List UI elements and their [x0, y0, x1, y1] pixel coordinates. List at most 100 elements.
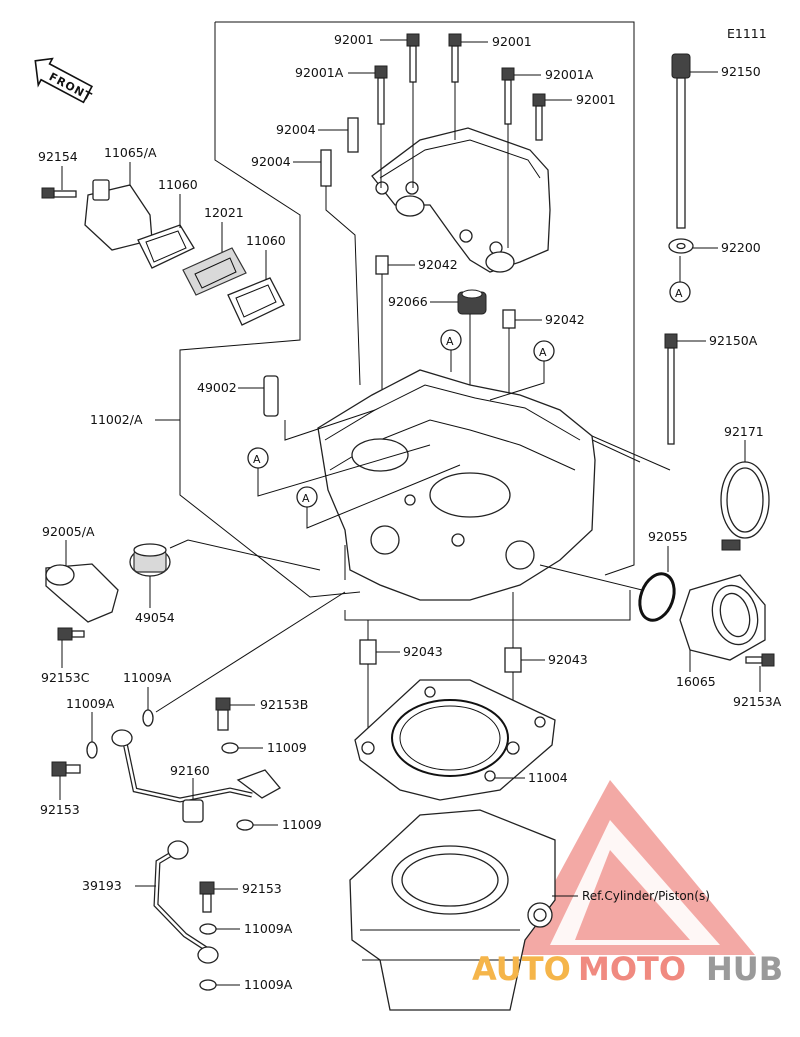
- label-92042-a: 92042: [418, 257, 458, 272]
- marker-a-head-3: A: [247, 444, 431, 497]
- part-labels: 92001 92001 92001A 92001A 92001 92004 92…: [38, 32, 782, 992]
- dowel-92042-a: [375, 255, 415, 410]
- label-92171: 92171: [724, 424, 764, 439]
- cylinder-head-11002A: [317, 369, 596, 601]
- label-92001-c: 92001: [576, 92, 616, 107]
- bolt-92001A-a: [348, 65, 388, 125]
- gasket-11060-a: [137, 194, 195, 269]
- bolt-92001-a: [380, 33, 420, 83]
- watermark-text: AUTO MOTO HUB: [472, 950, 783, 988]
- bolt-92153-a: [51, 761, 81, 800]
- label-92004-a: 92004: [276, 122, 316, 137]
- carburetor-holder-16065: [679, 574, 766, 672]
- head-gasket-11004: [354, 679, 556, 801]
- label-11009-a: 11009: [267, 740, 307, 755]
- camshaft-holder: [371, 82, 551, 273]
- cylinder-reference: [349, 809, 578, 1011]
- svg-text:A: A: [446, 335, 454, 348]
- bolt-92153B: [215, 697, 255, 731]
- bolt-92153C: [57, 627, 85, 668]
- label-92150: 92150: [721, 64, 761, 79]
- diagram-code: E1111: [727, 26, 767, 41]
- svg-text:A: A: [253, 453, 261, 466]
- svg-text:A: A: [302, 492, 310, 505]
- label-92004-b: 92004: [251, 154, 291, 169]
- label-92001-b: 92001: [492, 34, 532, 49]
- label-11060-a: 11060: [158, 177, 198, 192]
- svg-text:A: A: [675, 287, 683, 300]
- watermark-logo: [515, 780, 755, 955]
- dowel-92004-a: [318, 117, 359, 153]
- washer-11009-a: [221, 742, 263, 754]
- bolt-92154: [41, 166, 77, 199]
- cover-11065A: [84, 162, 153, 251]
- label-11002A: 11002/A: [90, 412, 143, 427]
- watermark-hub: HUB: [706, 950, 783, 988]
- label-92153A: 92153A: [733, 694, 782, 709]
- label-49002: 49002: [197, 380, 237, 395]
- label-11009-b: 11009: [282, 817, 322, 832]
- thermostat-49054: [129, 539, 321, 608]
- marker-a-head-1: A: [440, 329, 462, 372]
- label-92153-b: 92153: [242, 881, 282, 896]
- label-11009A-a: 11009A: [123, 670, 172, 685]
- label-92154: 92154: [38, 149, 78, 164]
- label-92043-a: 92043: [403, 644, 443, 659]
- marker-a-head-4: A: [296, 464, 461, 529]
- marker-a-head-2: A: [489, 340, 555, 401]
- label-11009A-c: 11009A: [244, 921, 293, 936]
- watermark-moto: MOTO: [578, 950, 686, 988]
- label-92150A: 92150A: [709, 333, 758, 348]
- front-arrow-icon: FRONT: [34, 57, 95, 104]
- washer-11009A-a: [142, 591, 346, 727]
- label-92153B: 92153B: [260, 697, 308, 712]
- gasket-11060-b: [227, 250, 285, 326]
- watermark-auto: AUTO: [472, 950, 571, 988]
- label-92005A: 92005/A: [42, 524, 95, 539]
- label-11004: 11004: [528, 770, 568, 785]
- label-92153C: 92153C: [41, 670, 90, 685]
- label-92055: 92055: [648, 529, 688, 544]
- bolt-92001-c: [532, 93, 572, 141]
- label-16065: 16065: [676, 674, 716, 689]
- svg-text:A: A: [539, 346, 547, 359]
- plug-92160: [182, 778, 204, 823]
- label-12021: 12021: [204, 205, 244, 220]
- label-92043-b: 92043: [548, 652, 588, 667]
- thermostat-cover-92005A: [45, 540, 119, 623]
- label-11009A-d: 11009A: [244, 977, 293, 992]
- label-92001-a: 92001: [334, 32, 374, 47]
- valve-guide-49002: [238, 375, 376, 441]
- o-ring-92055: [539, 546, 676, 622]
- clamp-92171: [720, 440, 770, 551]
- label-11009A-b: 11009A: [66, 696, 115, 711]
- oil-pipe-39193: [111, 729, 282, 964]
- label-39193: 39193: [82, 878, 122, 893]
- label-92160: 92160: [170, 763, 210, 778]
- label-49054: 49054: [135, 610, 175, 625]
- label-92042-b: 92042: [545, 312, 585, 327]
- bolt-92001-b: [448, 33, 488, 83]
- label-ref-cylinder: Ref.Cylinder/Piston(s): [582, 889, 710, 903]
- washer-11009A-d: [199, 979, 240, 991]
- label-11060-b: 11060: [246, 233, 286, 248]
- marker-a-stud: A: [669, 256, 691, 303]
- bolt-92153A: [745, 653, 775, 692]
- reed-valve-12021: [182, 222, 247, 296]
- washer-92200: [668, 238, 718, 254]
- assembly-outline: [155, 21, 635, 621]
- stud-bolt-92150: [671, 53, 718, 229]
- label-92001A-b: 92001A: [545, 67, 594, 82]
- label-11065A: 11065/A: [104, 145, 157, 160]
- label-92066: 92066: [388, 294, 428, 309]
- label-92001A-a: 92001A: [295, 65, 344, 80]
- washer-11009-b: [236, 819, 278, 831]
- label-92200: 92200: [721, 240, 761, 255]
- bolt-92153-b: [199, 881, 238, 913]
- washer-11009A-c: [199, 923, 240, 935]
- washer-11009A-b: [86, 712, 98, 759]
- dowel-92004-b: [293, 149, 361, 386]
- label-92153-a: 92153: [40, 802, 80, 817]
